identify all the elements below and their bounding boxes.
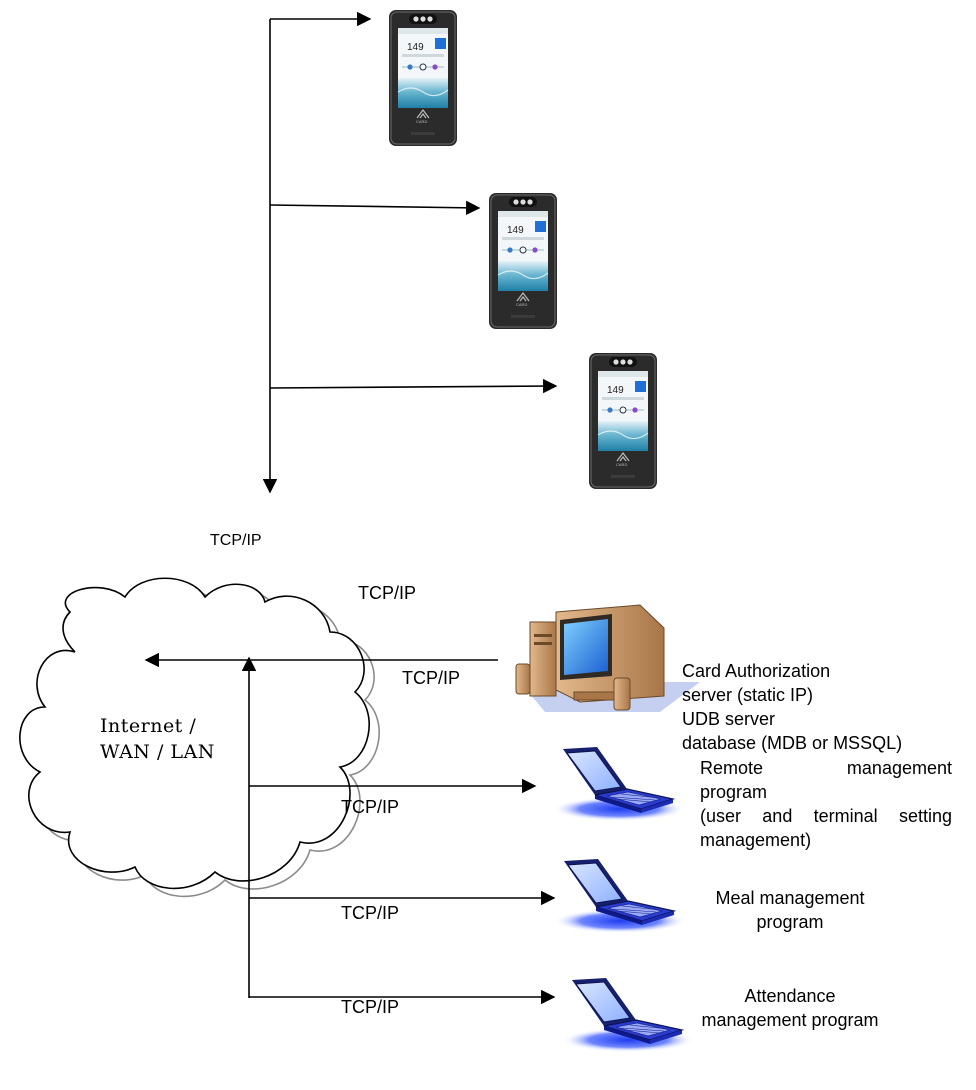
arrow-to-terminal-3 xyxy=(269,378,558,394)
tcpip-label-server-link: TCP/IP xyxy=(402,668,461,688)
remote-laptop-icon xyxy=(552,746,686,822)
tcpip-label-attendance-link: TCP/IP xyxy=(341,997,400,1017)
terminal-2-brand: CARD xyxy=(516,302,527,307)
server-description-line-2: server (static IP) xyxy=(682,685,814,705)
server-description-line-4: database (MDB or MSSQL) xyxy=(682,733,903,753)
tcpip-label-meal-link: TCP/IP xyxy=(341,903,400,923)
attendance-program-line-2: management program xyxy=(701,1010,879,1030)
meal-program-line-2: program xyxy=(756,912,824,932)
cloud-outline xyxy=(19,577,370,890)
terminal-screen-values: 149 149 149 xyxy=(407,42,624,396)
remote-program-word-1: (user xyxy=(700,806,742,826)
client-links xyxy=(144,652,556,1005)
remote-program-description: Remote management program (user and term… xyxy=(700,756,952,852)
network-cloud xyxy=(19,577,380,898)
terminal-1-brand: CARD xyxy=(416,119,427,124)
terminal-device-1 xyxy=(388,9,458,147)
meal-laptop-icon xyxy=(553,858,687,934)
tcpip-label-remote-link: TCP/IP xyxy=(341,797,400,817)
terminal-1-screen-value: 149 xyxy=(407,42,424,53)
cloud-label-line-2: WAN / LAN xyxy=(100,741,215,763)
arrow-to-terminal-2 xyxy=(269,200,481,216)
terminal-brands: CARD CARD CARD xyxy=(416,119,627,467)
cloud-label-line-1: Internet / xyxy=(100,715,197,737)
server-description: Card Authorization server (static IP) UD… xyxy=(682,659,902,755)
remote-program-line-3: (user and terminal setting xyxy=(700,804,952,828)
remote-program-line-2: program xyxy=(700,782,768,802)
meal-program-description: Meal management program xyxy=(690,886,890,934)
attendance-program-description: Attendance management program xyxy=(680,984,900,1032)
attendance-program-line-1: Attendance xyxy=(744,986,836,1006)
tcpip-label-top: TCP/IP xyxy=(210,532,262,549)
meal-program-line-1: Meal management xyxy=(715,888,865,908)
server-description-line-1: Card Authorization xyxy=(682,661,831,681)
cloud-label: Internet / WAN / LAN xyxy=(100,713,215,765)
terminal-2-screen-value: 149 xyxy=(507,225,524,236)
remote-program-word-4: setting xyxy=(898,806,952,826)
terminal-backbone xyxy=(262,11,558,494)
server-computer-icon xyxy=(515,604,700,712)
remote-program-word-2: and xyxy=(762,806,793,826)
remote-program-word-remote: Remote xyxy=(700,758,764,778)
remote-program-line-1: Remote management xyxy=(700,756,952,780)
attendance-laptop-icon xyxy=(561,977,695,1053)
terminal-3-brand: CARD xyxy=(616,462,627,467)
remote-program-word-3: terminal xyxy=(813,806,878,826)
remote-program-word-management: management xyxy=(846,758,952,778)
server-description-line-3: UDB server xyxy=(682,709,776,729)
terminal-3-screen-value: 149 xyxy=(607,385,624,396)
terminal-device-2 xyxy=(488,192,558,330)
remote-program-line-4: management) xyxy=(700,830,812,850)
terminal-device-3 xyxy=(588,352,658,490)
tcpip-label-cloud-upper: TCP/IP xyxy=(358,583,417,603)
